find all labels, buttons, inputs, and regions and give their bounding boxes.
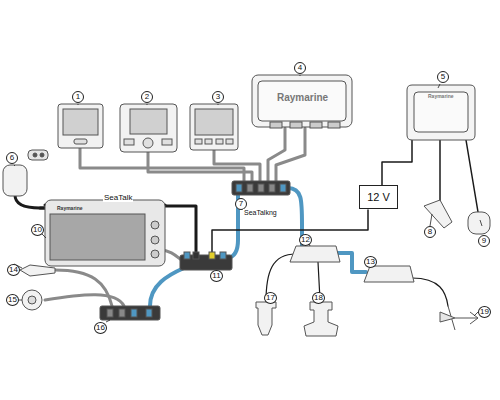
seatalkng-cable (338, 253, 366, 272)
power-cable (212, 210, 368, 255)
callout-number: 13 (364, 256, 377, 268)
wireless-base (3, 165, 27, 196)
callout-number: 1 (72, 91, 84, 103)
multifunction-display (45, 200, 165, 266)
sensor (20, 265, 55, 276)
callout-text: 5 (441, 73, 445, 81)
screen (50, 214, 145, 260)
brand-logo: Raymarine (276, 93, 329, 103)
remote-fob (28, 150, 48, 160)
cable (276, 128, 305, 182)
callout-number: 19 (478, 306, 491, 318)
callout-number: 2 (141, 91, 153, 103)
autopilot-computer (407, 85, 475, 140)
leader-lines (14, 75, 482, 322)
voltage-text: 12 V (367, 191, 390, 203)
cable (45, 295, 124, 306)
callout-number: 17 (264, 292, 277, 304)
transducer (256, 302, 276, 335)
seatalk-cable (165, 206, 196, 255)
callout-text: 18 (314, 294, 323, 302)
backbone-block (100, 306, 160, 320)
autopilot-controller (120, 104, 177, 152)
callout-text: 10 (33, 226, 42, 234)
bus-label: SeaTalk (103, 194, 133, 202)
power-cable (382, 140, 412, 185)
callout-text: 14 (9, 266, 18, 274)
wind-cable (412, 278, 448, 306)
callout-text: 19 (480, 308, 489, 316)
transducer (304, 302, 338, 336)
callout-number: 6 (6, 152, 18, 164)
callout-number: 9 (478, 235, 490, 247)
callout-number: 10 (31, 224, 44, 236)
cable (214, 150, 260, 182)
instrument-display (58, 104, 103, 148)
pod (290, 246, 340, 262)
callout-text: 17 (266, 294, 275, 302)
callout-text: 16 (96, 324, 105, 332)
callout-number: 5 (437, 71, 449, 83)
callout-text: 6 (10, 154, 14, 162)
rudder-sensor (468, 212, 490, 234)
devices (3, 75, 490, 336)
callout-text: 15 (8, 296, 17, 304)
callout-number: 4 (294, 62, 306, 74)
paddle-wheel (22, 290, 42, 310)
seatalkng-connector (232, 181, 290, 195)
callout-number: 14 (7, 264, 20, 276)
brand-logo: Raymarine (56, 206, 84, 211)
callout-number: 15 (6, 294, 19, 306)
callout-number: 18 (312, 292, 325, 304)
brand-logo: Raymarine (427, 94, 455, 99)
power-box: 12 V (359, 185, 398, 209)
callout-number: 12 (299, 234, 312, 246)
drive-unit (424, 200, 452, 228)
cables (15, 128, 478, 306)
callout-text: 3 (216, 93, 220, 101)
callout-text: 13 (366, 258, 375, 266)
ais-transceiver (252, 75, 352, 127)
seatalkng-cable (150, 268, 184, 306)
cable (439, 140, 441, 205)
callout-text: 9 (482, 237, 486, 245)
seatalk-cable (15, 195, 45, 208)
callout-number: 8 (424, 226, 436, 238)
callout-number: 3 (212, 91, 224, 103)
callout-number: 16 (94, 322, 107, 334)
screen (63, 109, 98, 135)
cable (148, 152, 252, 182)
callout-text: 7 (239, 200, 243, 208)
callout-text: 11 (212, 272, 220, 280)
pod (364, 266, 414, 282)
callout-text: 12 (301, 236, 310, 244)
callout-text: 1 (76, 93, 80, 101)
cable (55, 270, 112, 306)
cable (466, 140, 478, 212)
callout-text: 4 (298, 64, 302, 72)
bus-label: SeaTalkng (243, 209, 278, 216)
callout-text: 2 (145, 93, 149, 101)
callout-number: 11 (210, 270, 223, 282)
callout-text: 8 (428, 228, 432, 236)
instrument-display (190, 104, 238, 150)
